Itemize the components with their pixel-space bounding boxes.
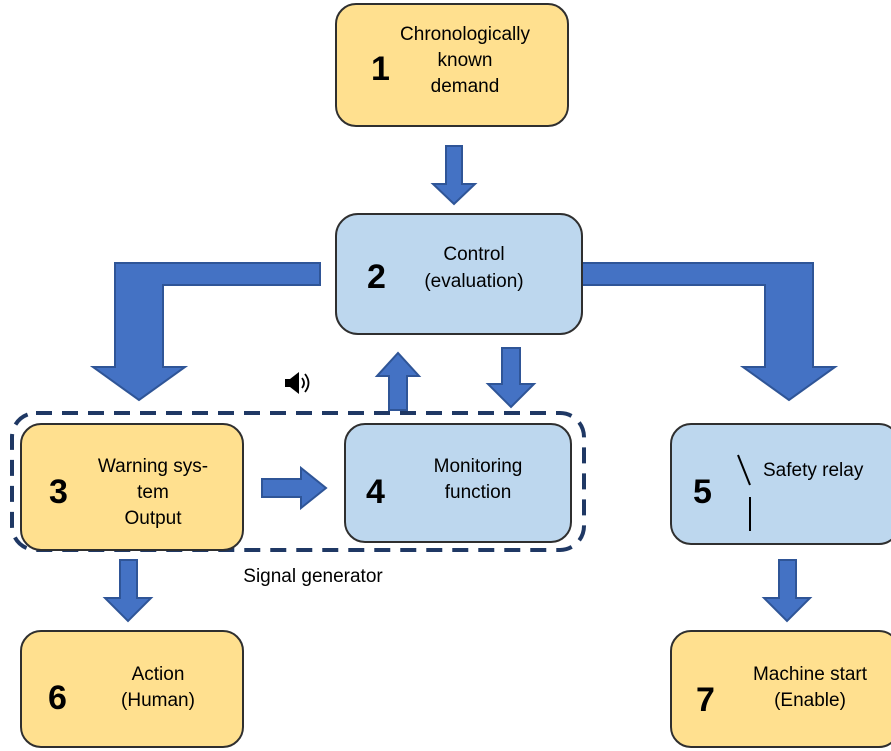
box-7-line-1: Machine start — [753, 664, 868, 685]
speaker-icon — [285, 372, 310, 394]
box-7-machine-start-enable: 7 Machine start (Enable) — [670, 630, 891, 748]
arrow-2-to-3 — [89, 262, 321, 402]
box-2-number: 2 — [367, 258, 386, 296]
arrow-3-to-6 — [102, 559, 154, 623]
box-6-line-2: (Human) — [121, 690, 195, 711]
box-7-line-2: (Enable) — [774, 690, 846, 711]
arrow-2-to-4 — [485, 347, 537, 409]
box-1-chronologically-known-demand: 1 Chronologically known demand — [335, 3, 569, 127]
box-6-line-1: Action — [132, 664, 185, 685]
box-6-number: 6 — [48, 679, 67, 717]
box-3-number: 3 — [49, 473, 68, 511]
box-6-action-human: 6 Action (Human) — [20, 630, 244, 748]
box-3-warning-system-output: 3 Warning sys- tem Output — [20, 423, 244, 551]
arrow-2-to-5 — [581, 262, 839, 402]
box-3-line-3: Output — [124, 508, 182, 529]
box-1-line-2: known — [438, 50, 493, 71]
arrow-3-to-4 — [261, 465, 328, 511]
box-1-line-1: Chronologically — [400, 24, 530, 45]
box-4-line-2: function — [445, 482, 512, 503]
box-4-number: 4 — [366, 473, 385, 511]
arrow-5-to-7 — [761, 559, 813, 623]
box-4-monitoring-function: 4 Monitoring function — [344, 423, 572, 543]
relay-switch-icon — [737, 454, 751, 531]
box-2-line-1: Control — [443, 244, 504, 265]
box-2-line-2: (evaluation) — [424, 271, 523, 292]
box-5-line-1: Safety relay — [763, 460, 864, 481]
arrow-1-to-2 — [430, 145, 478, 206]
signal-generator-group — [10, 411, 586, 552]
box-3-line-2: tem — [137, 482, 169, 503]
box-3-line-1: Warning sys- — [98, 456, 208, 477]
box-5-safety-relay: 5 Safety relay — [670, 423, 891, 545]
box-1-number: 1 — [371, 50, 390, 88]
box-5-number: 5 — [693, 473, 712, 511]
box-2-control-evaluation: 2 Control (evaluation) — [335, 213, 583, 335]
signal-generator-label: Signal generator — [243, 566, 383, 587]
box-7-number: 7 — [696, 681, 715, 719]
box-1-line-3: demand — [431, 76, 500, 97]
box-4-line-1: Monitoring — [434, 456, 523, 477]
arrow-4-to-2 — [374, 351, 422, 411]
